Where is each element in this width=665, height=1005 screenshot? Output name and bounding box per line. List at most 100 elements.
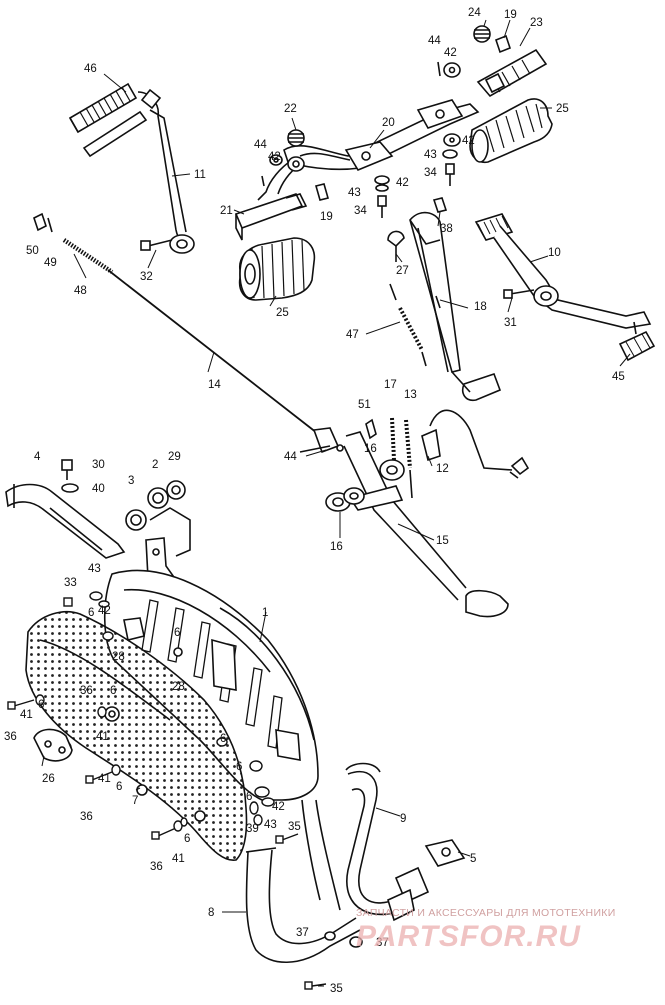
callout-8: 8 <box>208 907 214 919</box>
callout-3: 3 <box>128 475 134 487</box>
callout-29: 29 <box>168 451 181 463</box>
footrest-rubber-left <box>238 237 316 301</box>
exhaust-pipes <box>245 762 466 964</box>
callout-16-lower: 16 <box>330 541 343 553</box>
callout-51: 51 <box>358 399 371 411</box>
callout-39: 39 <box>246 823 259 835</box>
callout-2: 2 <box>152 459 158 471</box>
callout-15: 15 <box>436 535 449 547</box>
callout-37-right: 37 <box>376 937 389 949</box>
callout-47: 47 <box>346 329 359 341</box>
callout-19-left: 19 <box>320 211 333 223</box>
callout-41-lower: 41 <box>98 773 111 785</box>
callout-49: 49 <box>44 257 57 269</box>
callout-42-left: 42 <box>98 605 111 617</box>
watermark: ЗАПЧАСТИ И АКСЕССУАРЫ ДЛЯ МОТОТЕХНИКИ PA… <box>356 907 616 953</box>
callout-35-upper: 35 <box>288 821 301 833</box>
callout-41-left: 41 <box>20 709 33 721</box>
callout-42-top-left: 42 <box>268 151 281 163</box>
callout-20: 20 <box>382 117 395 129</box>
callout-25-left: 25 <box>276 307 289 319</box>
callout-34-mid: 34 <box>354 205 367 217</box>
callout-43-left: 43 <box>88 563 101 575</box>
callout-6-bottom: 6 <box>184 833 190 845</box>
callout-4: 4 <box>34 451 41 463</box>
leader-lines <box>41 19 631 987</box>
watermark-logo: PARTSFOR.RU <box>356 920 581 953</box>
callout-23: 23 <box>530 17 543 29</box>
side-stand <box>387 197 502 402</box>
main-stand <box>325 409 530 618</box>
callout-13: 13 <box>404 389 417 401</box>
callout-17: 17 <box>384 379 397 391</box>
callout-9: 9 <box>400 813 406 825</box>
callout-42-mid: 42 <box>396 177 409 189</box>
callout-32: 32 <box>140 271 153 283</box>
callout-5: 5 <box>470 853 476 865</box>
callout-38: 38 <box>440 223 453 235</box>
callout-28-lower: 28 <box>172 681 185 693</box>
callout-1: 1 <box>262 607 268 619</box>
callout-42-lower: 42 <box>272 801 285 813</box>
callout-6-left-top: 6 <box>88 607 94 619</box>
callout-36-bottom: 36 <box>150 861 163 873</box>
callout-34-right: 34 <box>424 167 437 179</box>
callout-30: 30 <box>92 459 105 471</box>
callout-44-top-left: 44 <box>254 139 267 151</box>
callout-6-center: 6 <box>174 627 180 639</box>
callout-28-upper: 28 <box>112 651 125 663</box>
callout-6-upper-mid: 6 <box>110 685 116 697</box>
callout-10: 10 <box>548 247 561 259</box>
callout-48: 48 <box>74 285 87 297</box>
callout-41-bottom: 41 <box>172 853 185 865</box>
callout-44-top: 44 <box>428 35 441 47</box>
callout-6-mid: 6 <box>220 733 226 745</box>
brake-pedal <box>474 213 656 362</box>
callout-6-lower: 6 <box>116 781 122 793</box>
callout-11: 11 <box>194 169 206 181</box>
callout-42-right: 42 <box>462 135 475 147</box>
callout-18: 18 <box>474 301 487 313</box>
callout-25-right: 25 <box>556 103 569 115</box>
callout-43-lower: 43 <box>264 819 277 831</box>
callout-46: 46 <box>84 63 97 75</box>
callout-42-top: 42 <box>444 47 457 59</box>
shield-bracket <box>33 728 73 762</box>
callout-19-top: 19 <box>504 9 517 21</box>
callout-27: 27 <box>396 265 409 277</box>
callout-21: 21 <box>220 205 233 217</box>
callout-24: 24 <box>468 7 481 19</box>
callout-37-left: 37 <box>296 927 309 939</box>
callout-36-lower: 36 <box>80 811 93 823</box>
callout-35-bottom: 35 <box>330 983 343 995</box>
callout-50: 50 <box>26 245 39 257</box>
watermark-caption: ЗАПЧАСТИ И АКСЕССУАРЫ ДЛЯ МОТОТЕХНИКИ <box>356 907 616 919</box>
footrest-rubber-right <box>469 98 553 164</box>
callout-6-right-mid: 6 <box>236 761 242 773</box>
callout-43-mid: 43 <box>348 187 361 199</box>
callout-16-upper: 16 <box>364 443 377 455</box>
callout-43-right: 43 <box>424 149 437 161</box>
callout-labels: 46 11 32 50 49 48 14 22 44 42 20 21 19 4… <box>4 7 625 995</box>
callout-31: 31 <box>504 317 517 329</box>
callout-26: 26 <box>42 773 55 785</box>
callout-6-right: 6 <box>246 791 252 803</box>
mounting-hardware <box>7 591 327 990</box>
callout-40: 40 <box>92 483 105 495</box>
gear-shift-pedal <box>68 82 195 254</box>
callout-41-upper-mid: 41 <box>96 731 109 743</box>
footrest-bar-assembly <box>234 25 553 301</box>
callout-44-rod: 44 <box>284 451 297 463</box>
callout-6-left: 6 <box>38 699 44 711</box>
brake-rod <box>33 212 344 454</box>
callout-45: 45 <box>612 371 625 383</box>
callout-14: 14 <box>208 379 221 391</box>
callout-22: 22 <box>284 103 297 115</box>
callout-33: 33 <box>64 577 77 589</box>
callout-7: 7 <box>132 795 138 807</box>
muffler-body <box>103 537 319 801</box>
callout-36-left: 36 <box>4 731 17 743</box>
callout-12: 12 <box>436 463 449 475</box>
exhaust-inlet <box>5 459 191 559</box>
